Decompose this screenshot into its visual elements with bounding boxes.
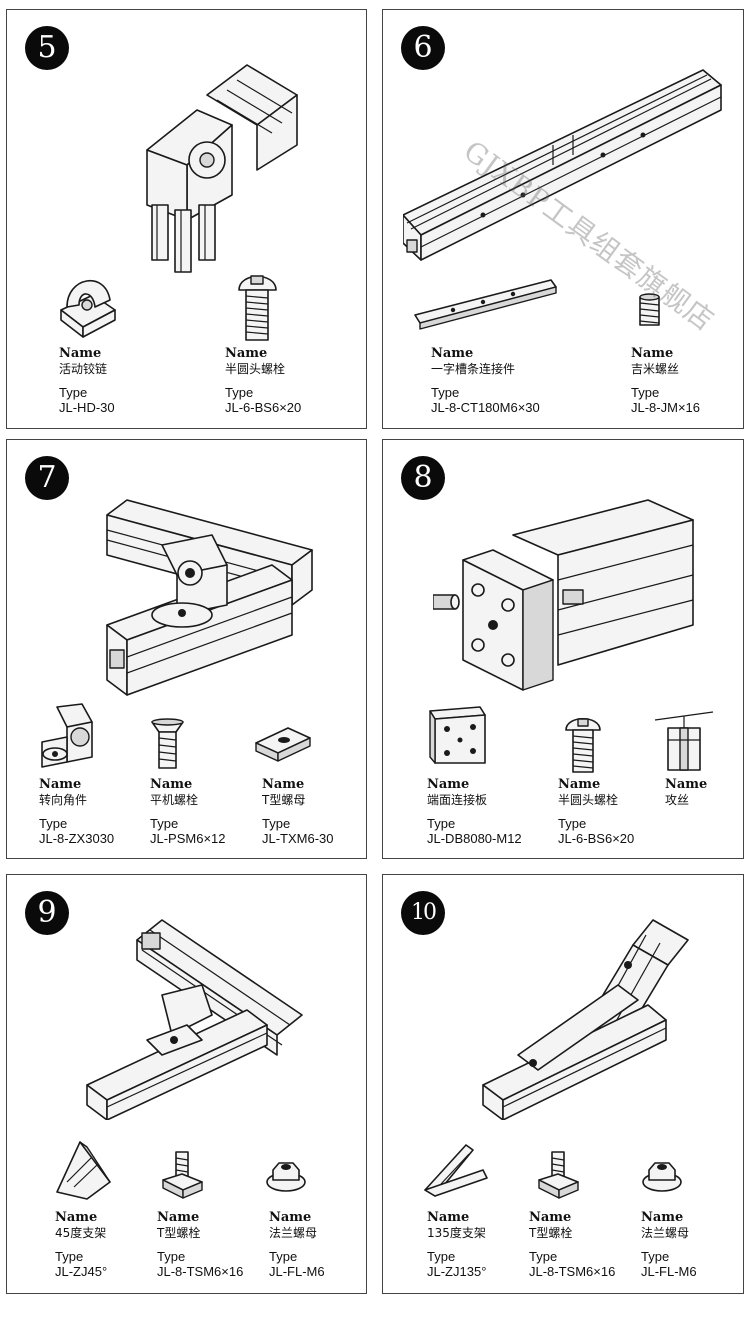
part-code: JL-DB8080-M12: [427, 831, 522, 846]
name-label: Name: [225, 346, 268, 361]
name-label: Name: [269, 1210, 312, 1225]
name-label: Name: [427, 1210, 470, 1225]
name-label: Name: [59, 346, 102, 361]
panel-5: 5: [6, 9, 367, 429]
type-label: Type: [269, 1249, 298, 1264]
type-label: Type: [641, 1249, 670, 1264]
flat-screw-thumbnail: [150, 718, 185, 775]
grub-screw-thumbnail: [637, 293, 662, 334]
part-code: JL-8-CT180M6×30: [431, 400, 540, 415]
flange-nut-thumbnail: [641, 1158, 683, 1199]
panel-number-badge: 9: [25, 891, 69, 935]
type-label: Type: [59, 385, 88, 400]
end-plate-thumbnail: [425, 705, 490, 770]
type-label: Type: [427, 1249, 456, 1264]
name-label: Name: [431, 346, 474, 361]
name-label: Name: [39, 777, 82, 792]
part-name-cn: 法兰螺母: [269, 1226, 318, 1240]
part-name-cn: T型螺母: [262, 793, 306, 807]
part-code: JL-FL-M6: [641, 1264, 697, 1279]
part-code: JL-6-BS6×20: [558, 831, 635, 846]
part-name-cn: 活动铰链: [59, 362, 108, 376]
45-bracket-thumbnail: [52, 1137, 112, 1207]
name-label: Name: [558, 777, 601, 792]
part-name-cn: T型螺栓: [157, 1226, 201, 1240]
panel-10: 10 Name 135度支架 Type JL-Z: [382, 874, 744, 1294]
hinge-assembly-illustration: [127, 55, 307, 280]
panel-number-badge: 8: [401, 456, 445, 500]
part-name-cn: 135度支架: [427, 1226, 486, 1240]
name-label: Name: [262, 777, 305, 792]
type-label: Type: [631, 385, 660, 400]
name-label: Name: [641, 1210, 684, 1225]
part-name-cn: 法兰螺母: [641, 1226, 690, 1240]
panel-7: 7: [6, 439, 367, 859]
profile-connector-illustration: [403, 65, 723, 265]
name-label: Name: [427, 777, 470, 792]
type-label: Type: [225, 385, 254, 400]
type-label: Type: [262, 816, 291, 831]
part-name-cn: 吉米螺丝: [631, 362, 680, 376]
bolt-thumbnail: [563, 712, 603, 779]
panel-8: 8: [382, 439, 744, 859]
part-code: JL-HD-30: [59, 400, 115, 415]
part-name-cn: 45度支架: [55, 1226, 107, 1240]
type-label: Type: [431, 385, 460, 400]
panel-number-badge: 6: [401, 26, 445, 70]
type-label: Type: [55, 1249, 84, 1264]
t-bolt-thumbnail: [536, 1150, 581, 1205]
name-label: Name: [529, 1210, 572, 1225]
part-code: JL-FL-M6: [269, 1264, 325, 1279]
part-name-cn: 半圆头螺栓: [558, 793, 619, 807]
135-degree-bracket-illustration: [478, 915, 693, 1120]
part-code: JL-ZJ135°: [427, 1264, 487, 1279]
135-bracket-thumbnail: [421, 1140, 489, 1205]
type-label: Type: [529, 1249, 558, 1264]
name-label: Name: [150, 777, 193, 792]
type-label: Type: [427, 816, 456, 831]
corner-piece-thumbnail: [37, 702, 102, 777]
corner-bracket-illustration: [102, 495, 317, 710]
part-code: JL-ZJ45°: [55, 1264, 108, 1279]
part-name-cn: 端面连接板: [427, 793, 488, 807]
part-code: JL-8-TSM6×16: [529, 1264, 616, 1279]
part-code: JL-PSM6×12: [150, 831, 226, 846]
name-label: Name: [157, 1210, 200, 1225]
tapping-thumbnail: [653, 710, 715, 777]
panel-6: 6 Name: [382, 9, 744, 429]
part-name-cn: 转向角件: [39, 793, 88, 807]
type-label: Type: [558, 816, 587, 831]
45-degree-bracket-illustration: [82, 915, 307, 1120]
panel-9: 9 Name 45度支架 T: [6, 874, 367, 1294]
part-code: JL-8-ZX3030: [39, 831, 115, 846]
panel-number-badge: 7: [25, 456, 69, 500]
end-plate-illustration: [433, 495, 703, 695]
part-name-cn: 半圆头螺栓: [225, 362, 286, 376]
panel-number-badge: 10: [401, 891, 445, 935]
part-code: JL-TXM6-30: [262, 831, 334, 846]
name-label: Name: [665, 777, 708, 792]
part-code: JL-8-TSM6×16: [157, 1264, 244, 1279]
bolt-thumbnail: [235, 268, 280, 348]
type-label: Type: [150, 816, 179, 831]
type-label: Type: [39, 816, 68, 831]
part-name-cn: 一字槽条连接件: [431, 362, 516, 376]
hinge-thumbnail: [55, 265, 120, 345]
flange-nut-thumbnail: [265, 1158, 307, 1199]
part-code: JL-8-JM×16: [631, 400, 700, 415]
part-code: JL-6-BS6×20: [225, 400, 302, 415]
panel-number-badge: 5: [25, 26, 69, 70]
part-name-cn: 平机螺栓: [150, 793, 199, 807]
name-label: Name: [631, 346, 674, 361]
slot-connector-thumbnail: [413, 275, 558, 335]
name-label: Name: [55, 1210, 98, 1225]
t-bolt-thumbnail: [160, 1150, 205, 1205]
part-name-cn: T型螺栓: [529, 1226, 573, 1240]
part-name-cn: 攻丝: [665, 793, 690, 807]
t-nut-thumbnail: [253, 723, 313, 768]
type-label: Type: [157, 1249, 186, 1264]
